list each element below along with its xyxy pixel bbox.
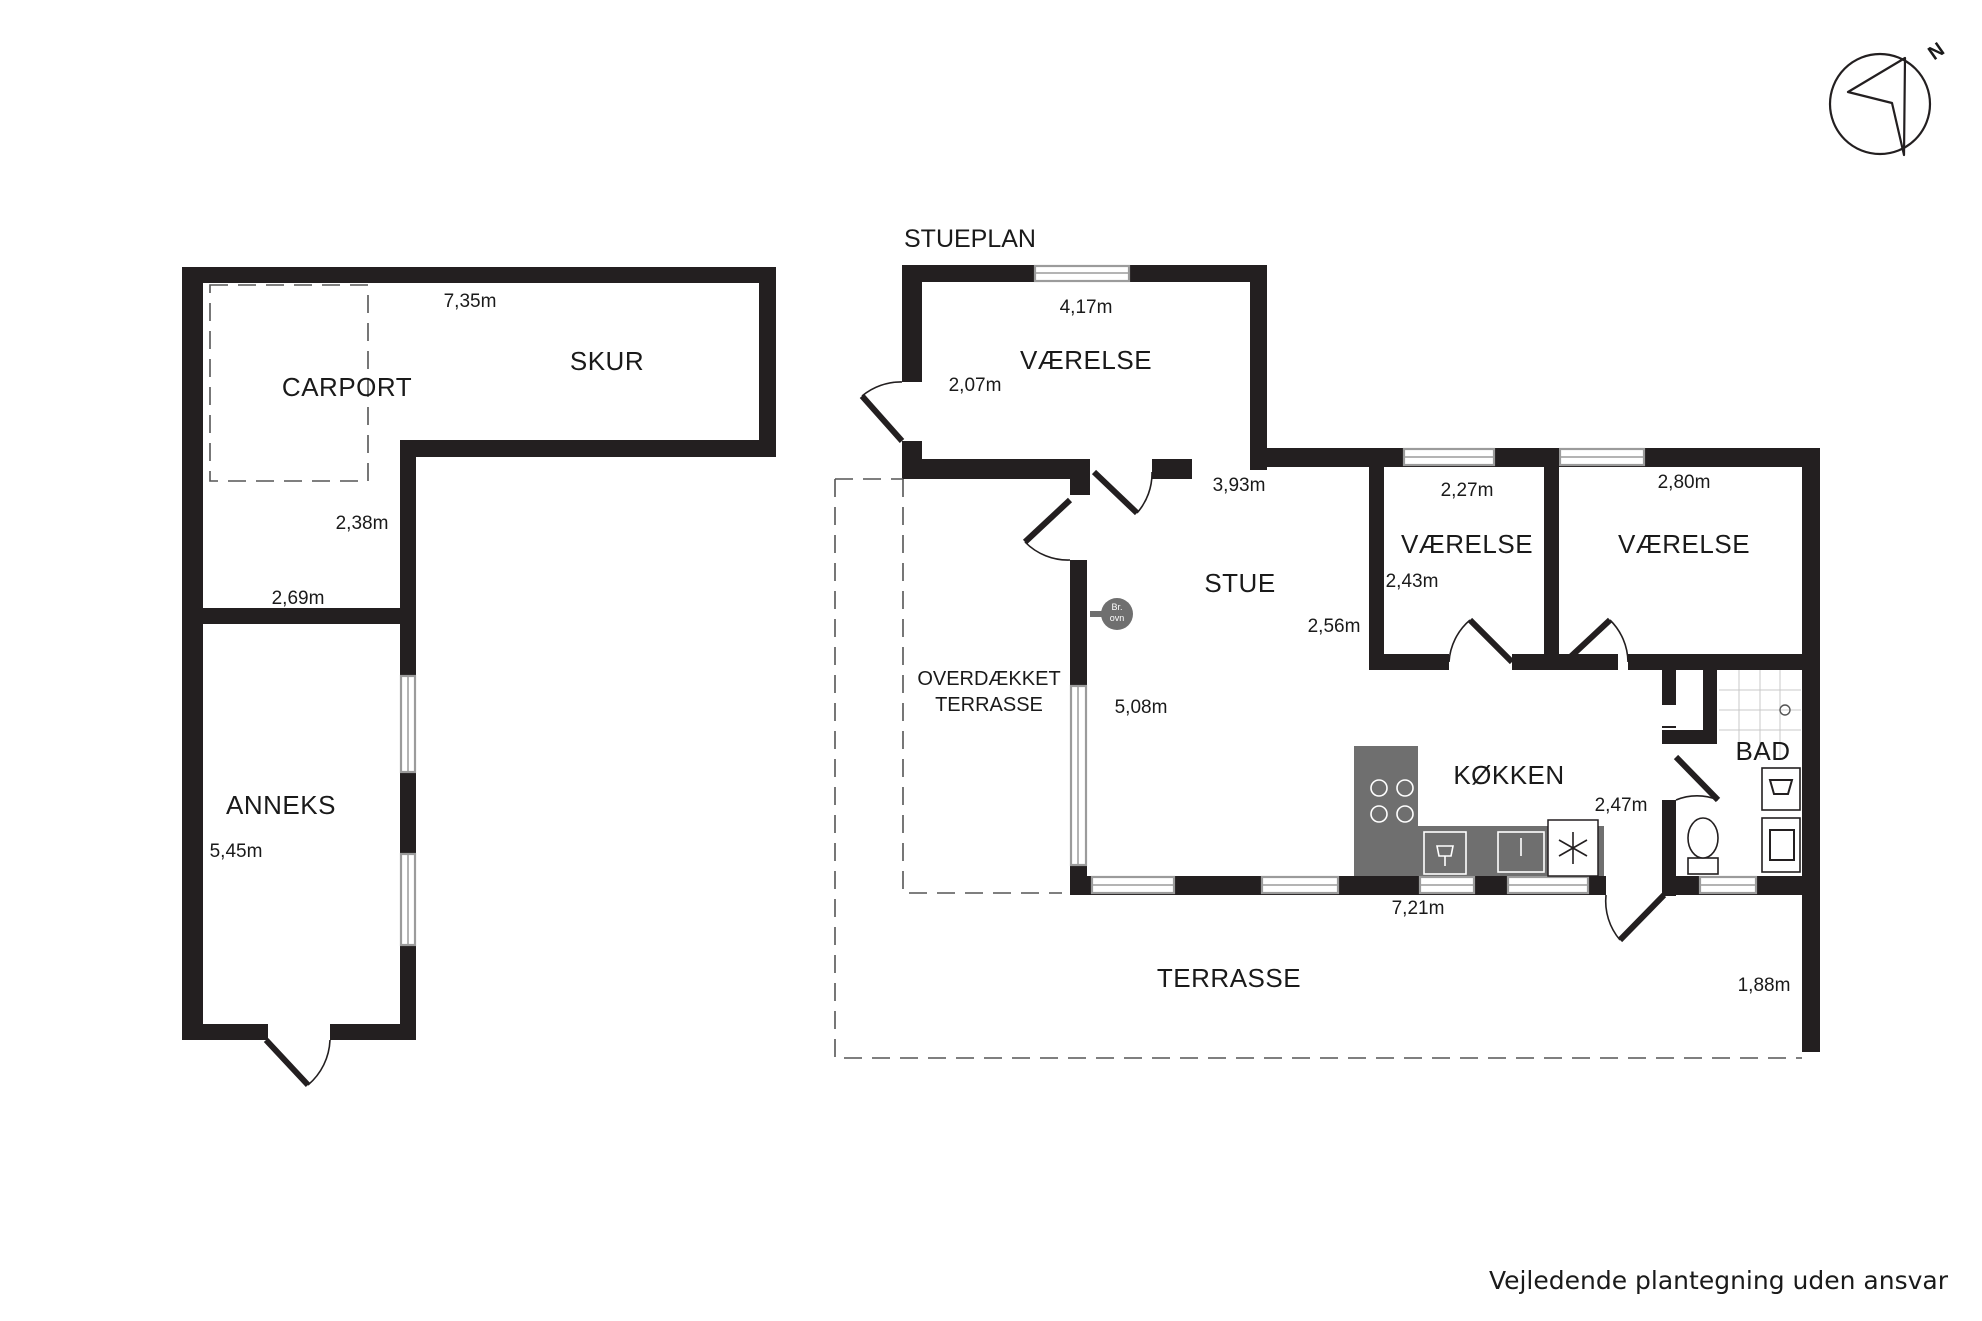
wall — [902, 265, 922, 382]
wall — [400, 440, 776, 457]
door-swing — [1604, 894, 1621, 941]
room-label-koekken: KØKKEN — [1453, 760, 1564, 790]
room-label-terrasse: TERRASSE — [1157, 963, 1301, 993]
dim-house-width: 7,21m — [1392, 898, 1445, 919]
dim-vaerelse-top-width: 4,17m — [1060, 297, 1113, 318]
door — [1673, 754, 1721, 803]
room-label-covered-terrace-2: TERRASSE — [935, 694, 1043, 716]
dim-anneks-length: 5,45m — [210, 841, 263, 862]
shower-icon — [1719, 670, 1801, 758]
wall — [330, 1024, 416, 1040]
main-house: Br. ovn — [834, 264, 1820, 1059]
dim-anneks-width: 2,69m — [272, 588, 325, 609]
washbasin-icon — [1761, 817, 1801, 873]
wall — [1628, 654, 1662, 670]
wall — [400, 773, 416, 853]
door — [1617, 892, 1667, 943]
wall — [1250, 265, 1267, 470]
room-label-vaerelse-mid: VÆRELSE — [1401, 529, 1533, 559]
bathroom-fixtures — [1687, 670, 1801, 875]
kitchen-counter — [1354, 746, 1604, 877]
room-label-skur: SKUR — [570, 346, 644, 376]
door-swing — [307, 1039, 331, 1086]
door-swing — [1609, 619, 1629, 663]
dim-vaerelse-mid-depth: 2,43m — [1386, 571, 1439, 592]
door-swing — [1136, 471, 1153, 514]
wall — [1703, 670, 1717, 744]
dishwasher-icon — [1423, 831, 1467, 875]
wall — [1070, 459, 1090, 495]
door — [1467, 617, 1515, 665]
room-label-carport: CARPORT — [282, 372, 412, 402]
door-swing — [1024, 541, 1071, 561]
wall — [1802, 448, 1820, 1052]
washing-machine-icon — [1761, 767, 1801, 811]
door — [1091, 469, 1140, 516]
wall — [182, 267, 203, 1040]
room-label-bad: BAD — [1736, 736, 1791, 766]
dim-vaerelse-mid-width: 2,27m — [1441, 480, 1494, 501]
wall — [1070, 560, 1087, 686]
terrace-outline — [834, 479, 1802, 1059]
dim-stue-width: 3,93m — [1213, 475, 1266, 496]
wall — [1662, 654, 1802, 670]
svg-text:ovn: ovn — [1110, 613, 1125, 623]
wall — [400, 946, 416, 1040]
dim-stue-depth: 2,56m — [1308, 616, 1361, 637]
north-arrow-icon: N — [1828, 39, 1949, 157]
door-swing — [1675, 795, 1719, 801]
dim-skur-width: 7,35m — [444, 291, 497, 312]
door-swing — [861, 381, 903, 397]
room-label-vaerelse-right: VÆRELSE — [1618, 529, 1750, 559]
door — [263, 1037, 311, 1088]
wall — [1250, 448, 1820, 467]
wall — [1662, 800, 1676, 896]
dim-vaerelse-top-depth: 2,07m — [949, 375, 1002, 396]
sink-icon — [1497, 831, 1545, 873]
wall — [902, 459, 1087, 479]
dim-terrasse-depth: 1,88m — [1738, 975, 1791, 996]
room-label-covered-terrace-1: OVERDÆKKET — [917, 668, 1060, 690]
carport-outline — [209, 284, 369, 482]
stove-icon: Br. ovn — [1090, 598, 1133, 630]
wall — [1152, 459, 1192, 479]
wall — [1544, 448, 1559, 670]
footer-disclaimer: Vejledende plantegning uden ansvar — [1489, 1266, 1949, 1295]
dim-stue-length: 5,08m — [1115, 697, 1168, 718]
door — [859, 394, 905, 443]
dim-vaerelse-right-width: 2,80m — [1658, 472, 1711, 493]
wall — [1369, 448, 1384, 670]
dim-carport-depth: 2,38m — [336, 513, 389, 534]
covered-terrace-outline — [902, 479, 1062, 894]
cooktop-icon — [1370, 779, 1414, 823]
wall — [400, 440, 416, 675]
wall — [1662, 670, 1676, 705]
wall — [182, 1024, 268, 1040]
door — [1022, 497, 1073, 545]
toilet-icon — [1687, 817, 1719, 875]
dim-koekken-depth: 2,47m — [1595, 795, 1648, 816]
compass-label: N — [1924, 39, 1948, 65]
door — [1562, 617, 1613, 665]
svg-text:Br.: Br. — [1111, 602, 1122, 612]
door-swing — [1448, 619, 1471, 663]
room-label-stue: STUE — [1204, 568, 1275, 598]
plan-title: STUEPLAN — [904, 225, 1036, 253]
room-label-anneks: ANNEKS — [226, 790, 336, 820]
wall — [182, 608, 416, 624]
room-label-vaerelse-top: VÆRELSE — [1020, 345, 1152, 375]
wall — [759, 267, 776, 457]
wall — [1369, 654, 1449, 670]
outbuilding — [182, 267, 776, 1088]
fridge-icon — [1547, 819, 1599, 877]
wall — [182, 267, 776, 283]
